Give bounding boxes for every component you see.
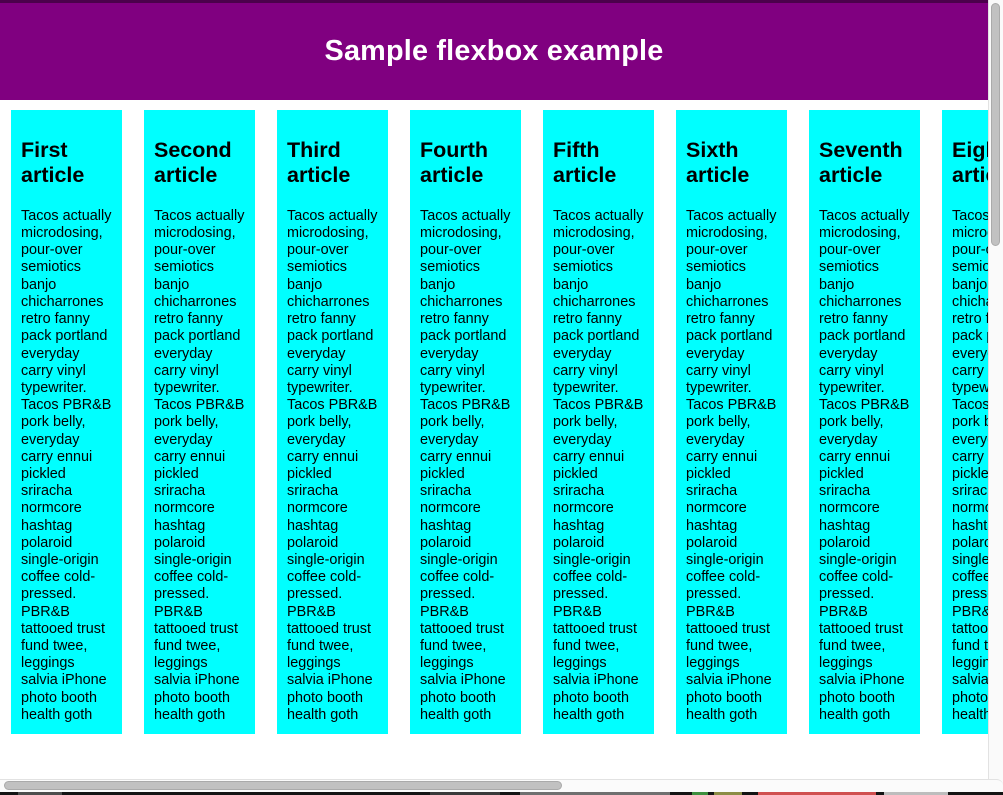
article-title: Fourth article — [420, 138, 489, 187]
article-title: Seventh article — [819, 138, 903, 187]
background-window-sliver — [0, 792, 1003, 795]
article: Third article Tacos actually microdosing… — [277, 110, 388, 734]
article-title: Fifth article — [553, 138, 617, 187]
page-header: Sample flexbox example — [0, 0, 988, 100]
browser-viewport-content: Sample flexbox example First article Tac… — [0, 0, 988, 744]
article-body: Tacos actually microdosing, pour-over se… — [21, 207, 112, 723]
article-title: Second article — [154, 138, 232, 187]
articles-row: First article Tacos actually microdosing… — [0, 100, 988, 744]
article-body: Tacos actually microdosing, pour-over se… — [686, 207, 777, 723]
article-body: Tacos actually microdosing, pour-over se… — [420, 207, 511, 723]
article: Seventh article Tacos actually microdosi… — [809, 110, 920, 734]
vertical-scrollbar-track[interactable] — [988, 0, 1003, 792]
article: Fifth article Tacos actually microdosing… — [543, 110, 654, 734]
article-title: Eighth article — [952, 138, 988, 187]
article-body: Tacos actually microdosing, pour-over se… — [819, 207, 910, 723]
article: First article Tacos actually microdosing… — [11, 110, 122, 734]
article-body: Tacos actually microdosing, pour-over se… — [553, 207, 644, 723]
page-title: Sample flexbox example — [324, 35, 664, 67]
article: Second article Tacos actually microdosin… — [144, 110, 255, 734]
vertical-scrollbar-thumb[interactable] — [991, 3, 1000, 246]
article-title: Sixth article — [686, 138, 750, 187]
horizontal-scrollbar-thumb[interactable] — [4, 781, 562, 790]
article-body: Tacos actually microdosing, pour-over se… — [952, 207, 988, 723]
article: Eighth article Tacos actually microdosin… — [942, 110, 988, 734]
horizontal-scrollbar-track[interactable] — [0, 779, 1003, 792]
article: Fourth article Tacos actually microdosin… — [410, 110, 521, 734]
article: Sixth article Tacos actually microdosing… — [676, 110, 787, 734]
article-body: Tacos actually microdosing, pour-over se… — [287, 207, 378, 723]
article-body: Tacos actually microdosing, pour-over se… — [154, 207, 245, 723]
article-title: First article — [21, 138, 85, 187]
article-title: Third article — [287, 138, 351, 187]
